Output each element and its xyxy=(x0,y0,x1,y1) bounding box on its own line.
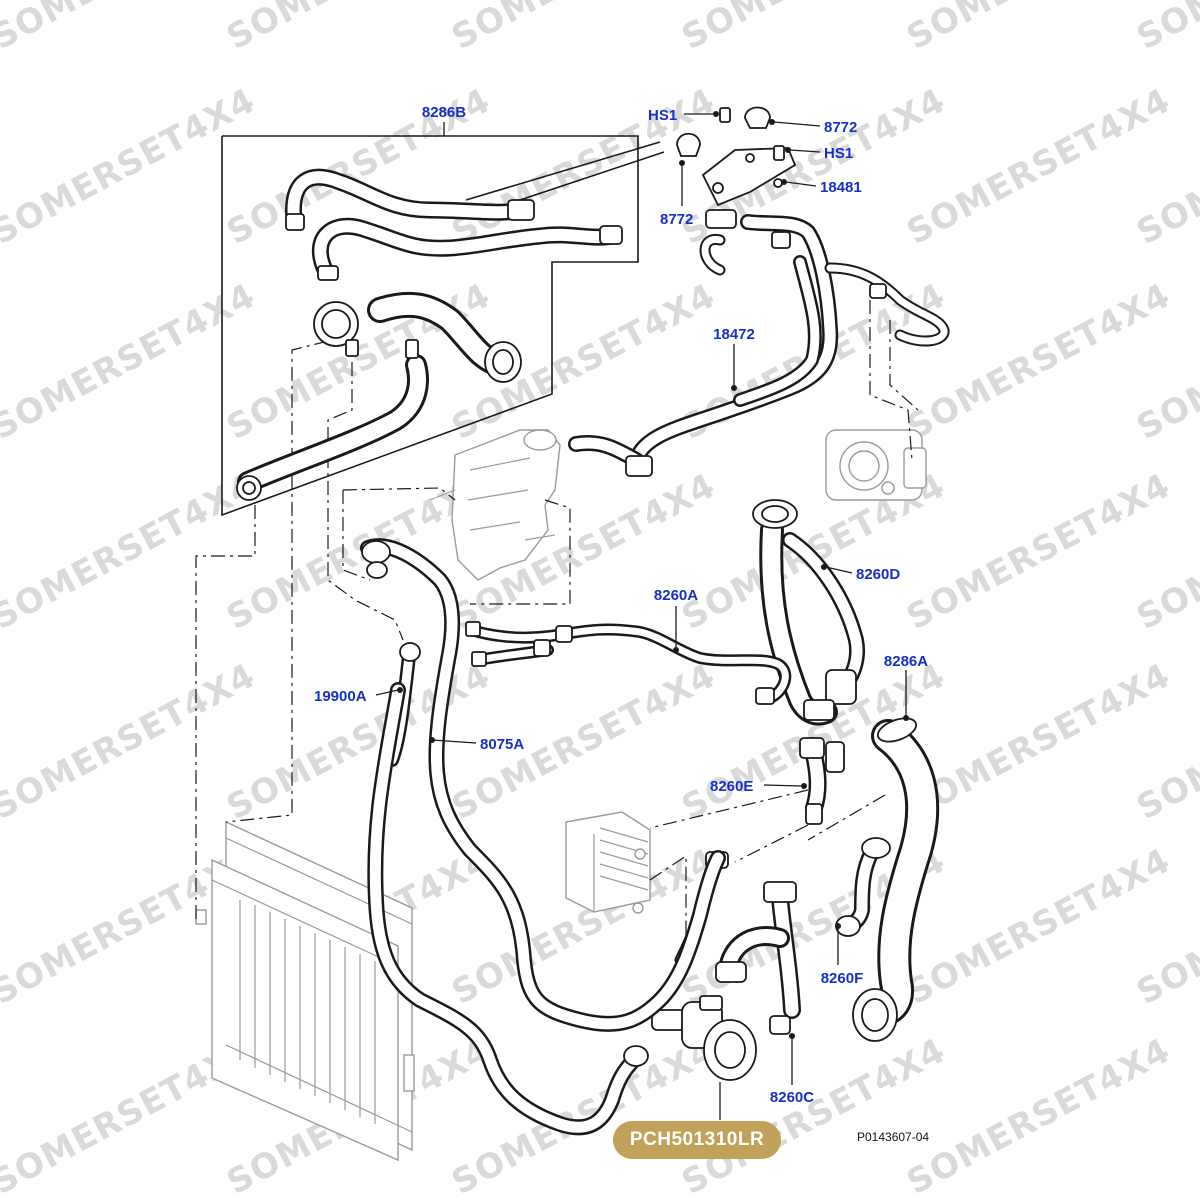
hose-8260D xyxy=(752,499,865,726)
callout-8075A[interactable]: 8075A xyxy=(480,736,524,753)
watermark: SOMERSET4X4 xyxy=(1130,0,1200,58)
connector-8260E xyxy=(799,737,845,825)
callout-8260E[interactable]: 8260E xyxy=(710,778,753,795)
callout-8260D[interactable]: 8260D xyxy=(856,566,900,583)
pump-unit-PCH501310LR xyxy=(651,995,757,1081)
hose-8260F xyxy=(835,837,891,937)
hose-18472 xyxy=(568,209,950,477)
callout-18481[interactable]: 18481 xyxy=(820,179,862,196)
callout-19900A[interactable]: 19900A xyxy=(314,688,367,705)
callout-labels: 8286B HS1 8772 HS1 18481 8772 18472 8260… xyxy=(314,104,929,1144)
callout-18472[interactable]: 18472 xyxy=(713,326,755,343)
callout-8286A[interactable]: 8286A xyxy=(884,653,928,670)
callout-hs1-top[interactable]: HS1 xyxy=(648,107,677,124)
callout-hs1-right[interactable]: HS1 xyxy=(824,145,853,162)
expansion-tank-ghost xyxy=(429,429,561,581)
hose-8260A xyxy=(465,621,792,705)
hose-8286B-upper xyxy=(285,168,623,281)
leader-lines xyxy=(375,111,909,1120)
throttle-body-ghost xyxy=(825,429,927,501)
hose-8286A xyxy=(852,717,940,1042)
callout-8772-top[interactable]: 8772 xyxy=(824,119,857,136)
oil-cooler-ghost xyxy=(565,811,651,914)
reference-code: P0143607-04 xyxy=(857,1130,929,1144)
callout-8260A[interactable]: 8260A xyxy=(654,587,698,604)
callout-8260C[interactable]: 8260C xyxy=(770,1089,814,1106)
watermark: SOMERSET4X4 xyxy=(0,656,262,828)
callout-8260F[interactable]: 8260F xyxy=(821,970,864,987)
callout-8286B[interactable]: 8286B xyxy=(422,104,466,121)
callout-8772-left[interactable]: 8772 xyxy=(660,211,693,228)
hose-8075A xyxy=(360,538,726,1136)
radiator-ghost xyxy=(195,820,415,1162)
bracket-18481 xyxy=(676,106,797,207)
part-number-badge[interactable]: PCH501310LR xyxy=(613,1121,781,1159)
hose-8286B-main xyxy=(236,291,522,501)
